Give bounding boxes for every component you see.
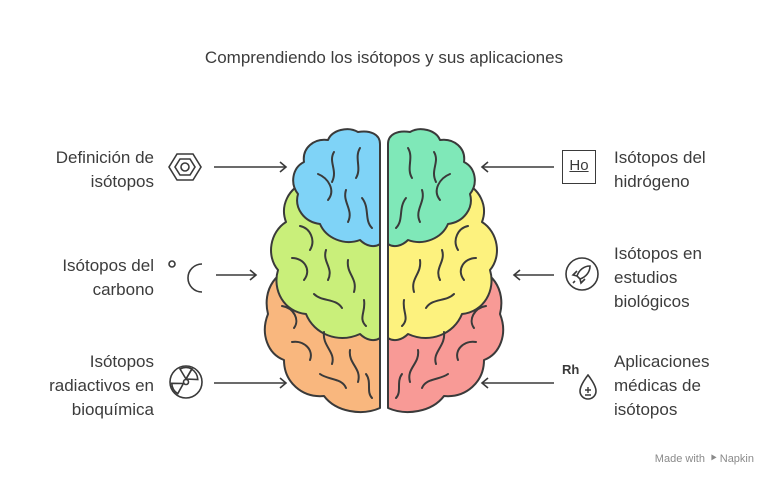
left-hemisphere xyxy=(263,128,381,413)
carbon-c-icon xyxy=(168,260,203,293)
label-isotopos-hidrogeno: Isótopos del hidrógeno xyxy=(614,148,706,191)
page-title: Comprendiendo los isótopos y sus aplicac… xyxy=(204,48,564,67)
element-ho-icon: Ho xyxy=(562,150,596,184)
made-with-napkin-watermark: Made with⯈Napkin xyxy=(655,453,754,466)
label-aplicaciones-medicas: Aplicaciones médicas de isótopos xyxy=(614,352,710,419)
arrow-medicas xyxy=(480,377,554,389)
rocket-icon xyxy=(565,257,599,291)
label-isotopos-carbono: Isótopos del carbono xyxy=(62,256,154,299)
hexagon-atom-icon xyxy=(168,153,202,181)
watermark-brand: Napkin xyxy=(719,453,754,465)
arrow-carbono xyxy=(216,269,258,281)
radiation-icon xyxy=(169,365,203,399)
element-rh-text: Rh xyxy=(562,362,580,377)
brain-illustration xyxy=(263,128,505,413)
label-isotopos-radiactivos: Isótopos radiactivos en bioquímica xyxy=(49,352,154,419)
label-definicion-isotopos: Definición de isótopos xyxy=(55,148,154,191)
rh-drop-icon: Rh xyxy=(562,362,602,402)
napkin-logo-icon: ⯈ xyxy=(708,453,718,465)
right-hemisphere xyxy=(387,128,505,413)
arrow-radiactivos xyxy=(214,377,288,389)
watermark-prefix: Made with xyxy=(654,453,705,465)
arrow-estudios xyxy=(512,269,554,281)
label-isotopos-estudios-biologicos: Isótopos en estudios biológicos xyxy=(614,244,702,311)
arrow-hidrogeno xyxy=(480,161,554,173)
element-ho-text: Ho xyxy=(569,157,589,174)
arrow-definicion xyxy=(214,161,288,173)
